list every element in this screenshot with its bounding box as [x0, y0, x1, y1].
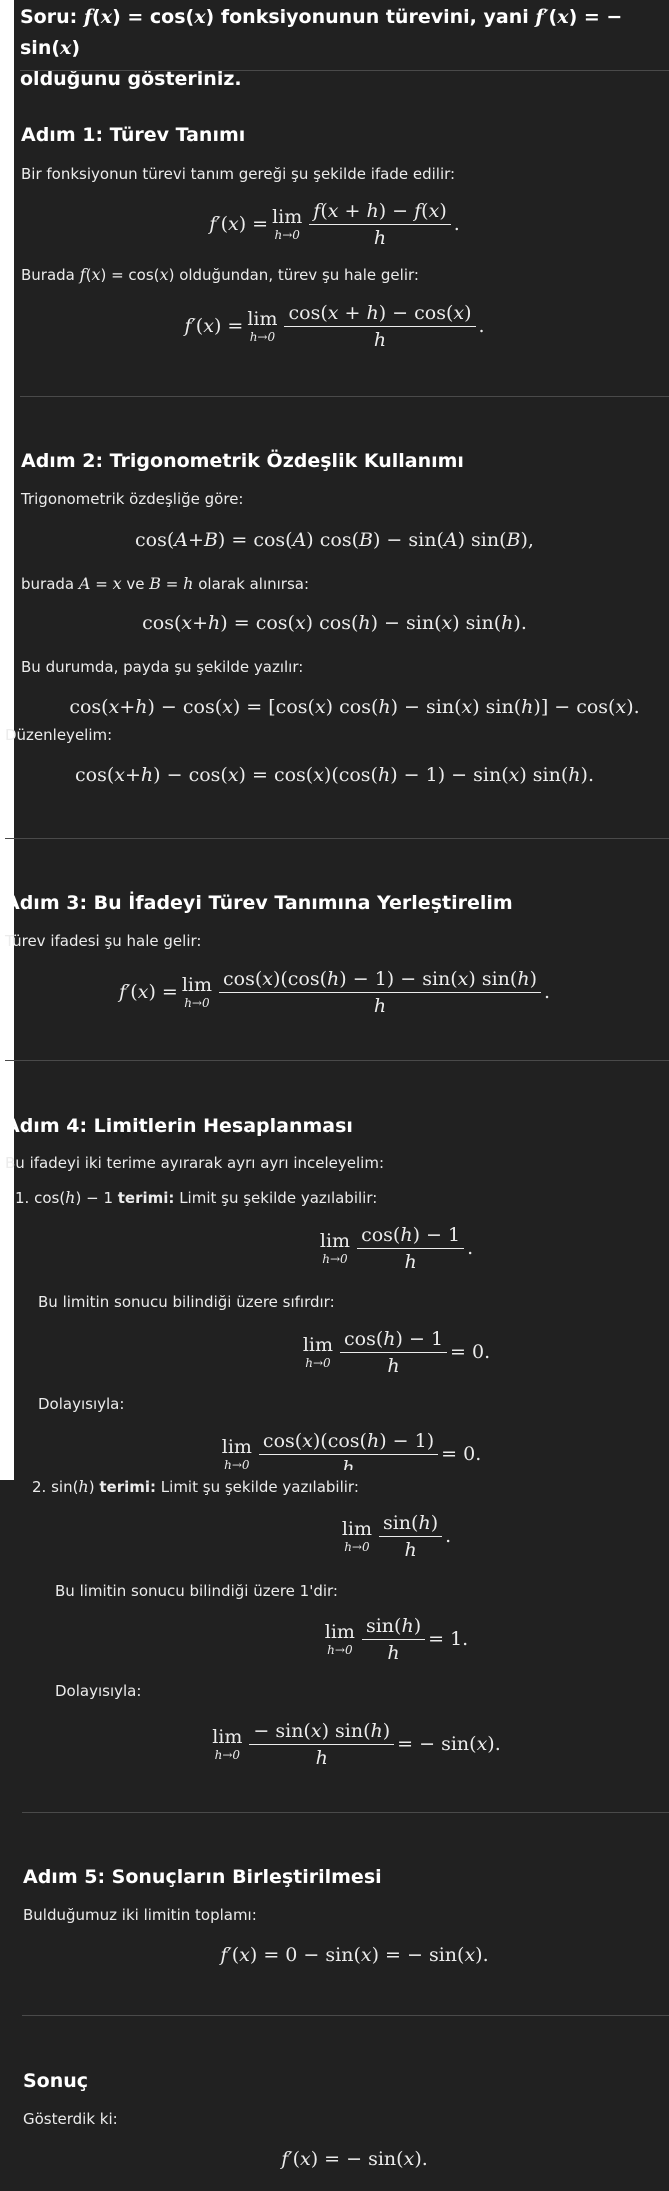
eq-final-combination: f′(x) = 0 − sin(x) = − sin(x). [220, 1944, 489, 1966]
eq-conclusion: f′(x) = − sin(x). [281, 2148, 428, 2170]
item2-thus: Dolayısıyla: [55, 1682, 142, 1700]
step4-title: Adım 4: Limitlerin Hesaplanması [5, 1115, 353, 1137]
step1-mid: Burada f(x) = cos(x) olduğundan, türev ş… [21, 265, 419, 284]
step3-intro: Türev ifadesi şu hale gelir: [5, 932, 202, 950]
eq-cos-x-plus-h: cos(x + h) = cos(x) cos(h) − sin(x) sin(… [142, 612, 527, 634]
eq-numerator-simplified: cos(x + h) − cos(x) = cos(x)(cos(h) − 1)… [75, 764, 594, 786]
step1-intro: Bir fonksiyonun türevi tanım gereği şu ş… [21, 165, 456, 183]
divider [20, 396, 669, 397]
eq-cos-sum-identity: cos(A + B) = cos(A) cos(B) − sin(A) sin(… [135, 529, 534, 551]
item2-term: terimi: [99, 1478, 157, 1496]
item1-result: Bu limitin sonucu bilindiği üzere sıfırd… [38, 1293, 335, 1311]
eq-numerator-expanded: cos(x + h) − cos(x) = [cos(x) cos(h) − s… [69, 696, 640, 718]
step2-simplify: Düzenleyelim: [5, 726, 113, 744]
divider [5, 1060, 669, 1061]
step2-where-suffix: olarak alınırsa: [198, 575, 310, 593]
item2-number: 2. [32, 1478, 47, 1496]
step2-where: burada A = x ve B = h olarak alınırsa: [21, 574, 310, 593]
item1-thus: Dolayısıyla: [38, 1395, 125, 1413]
divider [22, 1812, 669, 1813]
item1-term: terimi: [117, 1189, 175, 1207]
step2-title: Adım 2: Trigonometrik Özdeşlik Kullanımı [21, 450, 464, 472]
step5-title: Adım 5: Sonuçların Birleştirilmesi [23, 1866, 382, 1888]
divider [5, 838, 669, 839]
item2-result: Bu limitin sonucu bilindiği üzere 1'dir: [55, 1582, 338, 1600]
step4-item1: 1. cos(h) − 1 terimi: Limit şu şekilde y… [15, 1188, 378, 1207]
step1-mid-suffix: olduğundan, türev şu hale gelir: [179, 266, 419, 284]
left-white-strip [0, 0, 14, 1480]
question-block: Soru: f(x) = cos(x) fonksiyonunun türevi… [20, 6, 623, 90]
step4-item2: 2. sin(h) terimi: Limit şu şekilde yazıl… [32, 1477, 359, 1496]
question-math-fpx: f′ [535, 6, 549, 28]
step5-intro: Bulduğumuz iki limitin toplamı: [23, 1906, 257, 1924]
step1-mid-prefix: Burada [21, 266, 75, 284]
item2-text: Limit şu şekilde yazılabilir: [160, 1478, 359, 1496]
question-prefix: Soru: [20, 6, 78, 28]
question-math-fx: f [83, 6, 93, 28]
step1-title: Adım 1: Türev Tanımı [21, 124, 246, 146]
step2-where-and: ve [126, 575, 145, 593]
item1-number: 1. [15, 1189, 30, 1207]
item1-text: Limit şu şekilde yazılabilir: [179, 1189, 378, 1207]
step2-then: Bu durumda, payda şu şekilde yazılır: [21, 658, 304, 676]
step2-where-prefix: burada [21, 575, 75, 593]
divider [22, 2015, 669, 2016]
conclusion-intro: Gösterdik ki: [23, 2110, 118, 2128]
conclusion-title: Sonuç [23, 2070, 89, 2092]
question-text1: fonksiyonunun türevini, yani [220, 6, 529, 28]
step4-intro: Bu ifadeyi iki terime ayırarak ayrı ayrı… [5, 1154, 385, 1172]
divider [20, 70, 669, 71]
step3-title: Adım 3: Bu İfadeyi Türev Tanımına Yerleş… [5, 892, 513, 914]
step2-intro: Trigonometrik özdeşliğe göre: [21, 490, 244, 508]
question-text2: olduğunu gösteriniz. [20, 68, 242, 90]
